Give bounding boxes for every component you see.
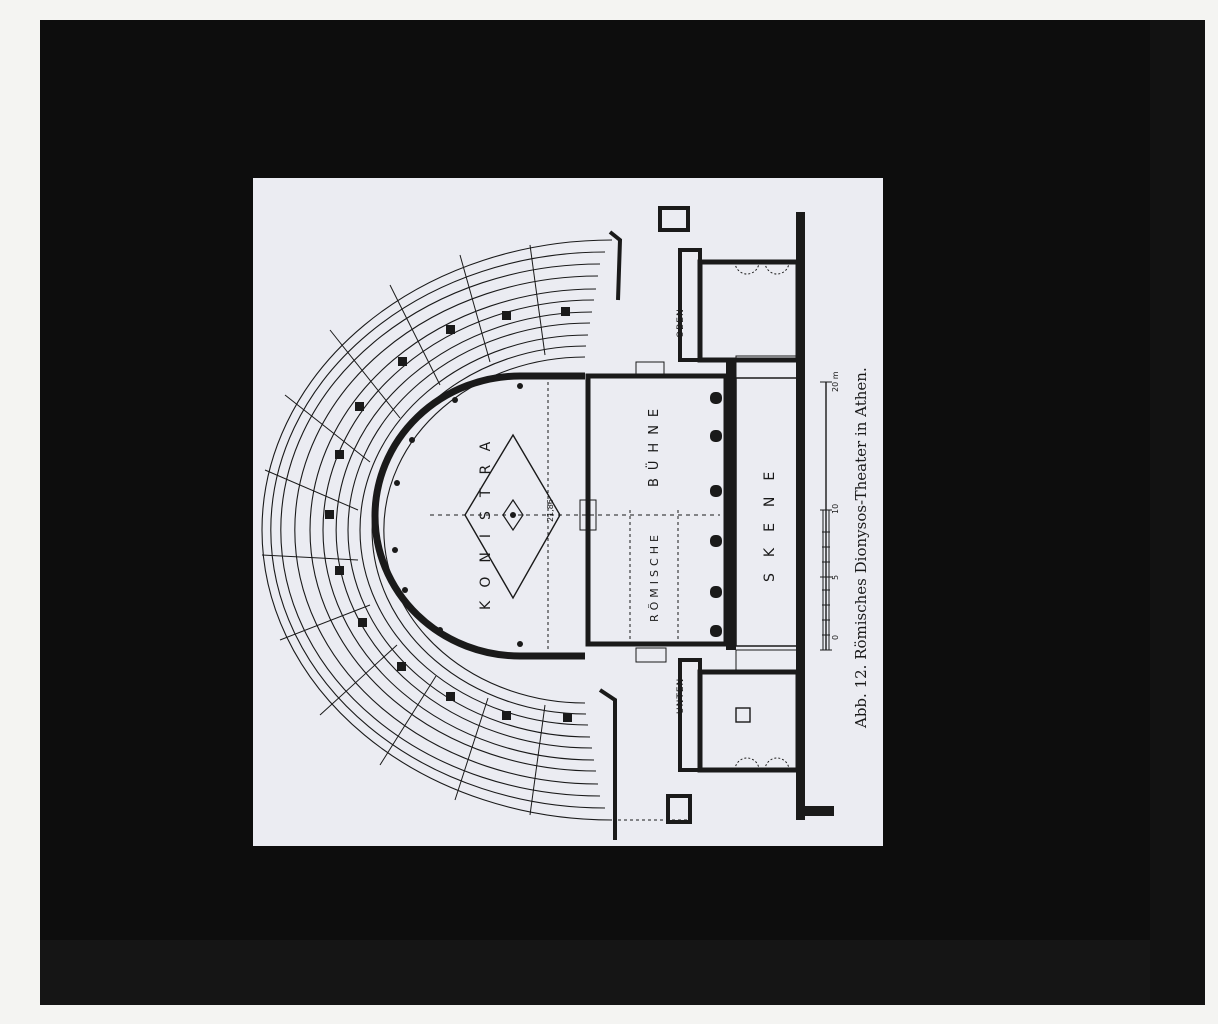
label-altitude: 21,86	[546, 499, 555, 522]
scale-bar: 0 5 10 20 m	[820, 371, 840, 651]
paper	[253, 178, 883, 846]
lower-wing	[635, 647, 801, 824]
upper-wing	[635, 206, 801, 379]
scale-tick-20: 20 m	[831, 371, 840, 392]
caption: Abb. 12. Römisches Dionysos-Theater in A…	[852, 367, 870, 729]
cavea	[261, 239, 613, 821]
orchestra-wall	[371, 372, 585, 660]
label-skene: SKENE	[762, 456, 778, 582]
back-wall	[796, 212, 805, 820]
scale-tick-5: 5	[831, 575, 840, 580]
label-unten: UNTEN	[676, 678, 686, 714]
label-oben: OBEN	[676, 308, 686, 338]
cavea-thrones	[325, 307, 572, 722]
label-konistra: KONISTRA	[478, 428, 494, 610]
cavea-stairs	[261, 244, 546, 816]
scale-tick-0: 0	[831, 635, 840, 640]
slide-bottom-tape	[40, 940, 1205, 1005]
theater-plan	[261, 206, 834, 840]
label-buehne: BÜHNE	[645, 401, 662, 487]
scale-tick-10: 10	[831, 504, 840, 514]
konistra-rhombus	[464, 433, 561, 600]
slide-right-tape	[1150, 20, 1205, 1005]
orchestra-dots	[392, 383, 523, 647]
label-roemische: RÖMISCHE	[648, 531, 661, 622]
scaenae-wall	[726, 360, 736, 650]
